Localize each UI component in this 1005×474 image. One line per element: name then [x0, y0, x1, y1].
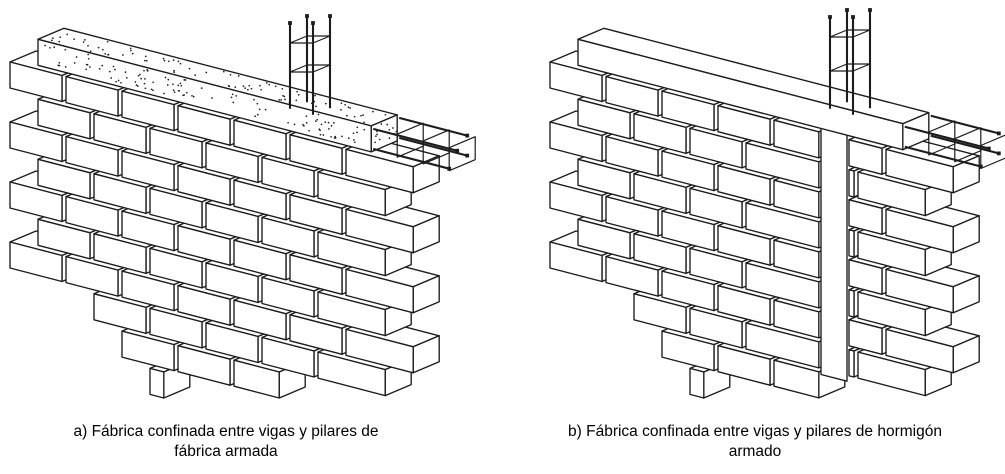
- caption-panel-b: b) Fábrica confinada entre vigas y pilar…: [505, 422, 1005, 462]
- rebar-tie: [289, 35, 331, 44]
- caption-b-line2: armado: [728, 443, 782, 461]
- panel-b-bond-beam: [577, 27, 930, 151]
- rebar-tie: [289, 64, 331, 73]
- rebar-stirrup: [980, 134, 1005, 170]
- panel-b-vertical-rebar-cage: [828, 8, 872, 115]
- panel-a-grout-stipple: [44, 33, 398, 144]
- panel-b-tie-column: [820, 126, 848, 382]
- panel-a-brick-courses: [9, 50, 440, 399]
- panel-a-wall: [9, 14, 476, 399]
- rebar-tie: [829, 29, 871, 38]
- panel-a-beam-end-rebar-cage: [372, 116, 476, 172]
- panel-b-wall: [549, 8, 1005, 399]
- caption-b-line1: b) Fábrica confinada entre vigas y pilar…: [568, 423, 942, 440]
- rebar-tie: [829, 63, 871, 72]
- caption-a-line1: a) Fábrica confinada entre vigas y pilar…: [73, 423, 379, 440]
- panel-b-brick-courses: [549, 50, 980, 399]
- caption-panel-a: a) Fábrica confinada entre vigas y pilar…: [0, 422, 452, 462]
- panel-a-vertical-rebar-cage: [288, 14, 332, 115]
- panel-b-beam-end-rebar-cage: [904, 114, 1005, 170]
- caption-a-line2: fábrica armada: [174, 443, 278, 461]
- rebar-stirrup: [448, 136, 476, 172]
